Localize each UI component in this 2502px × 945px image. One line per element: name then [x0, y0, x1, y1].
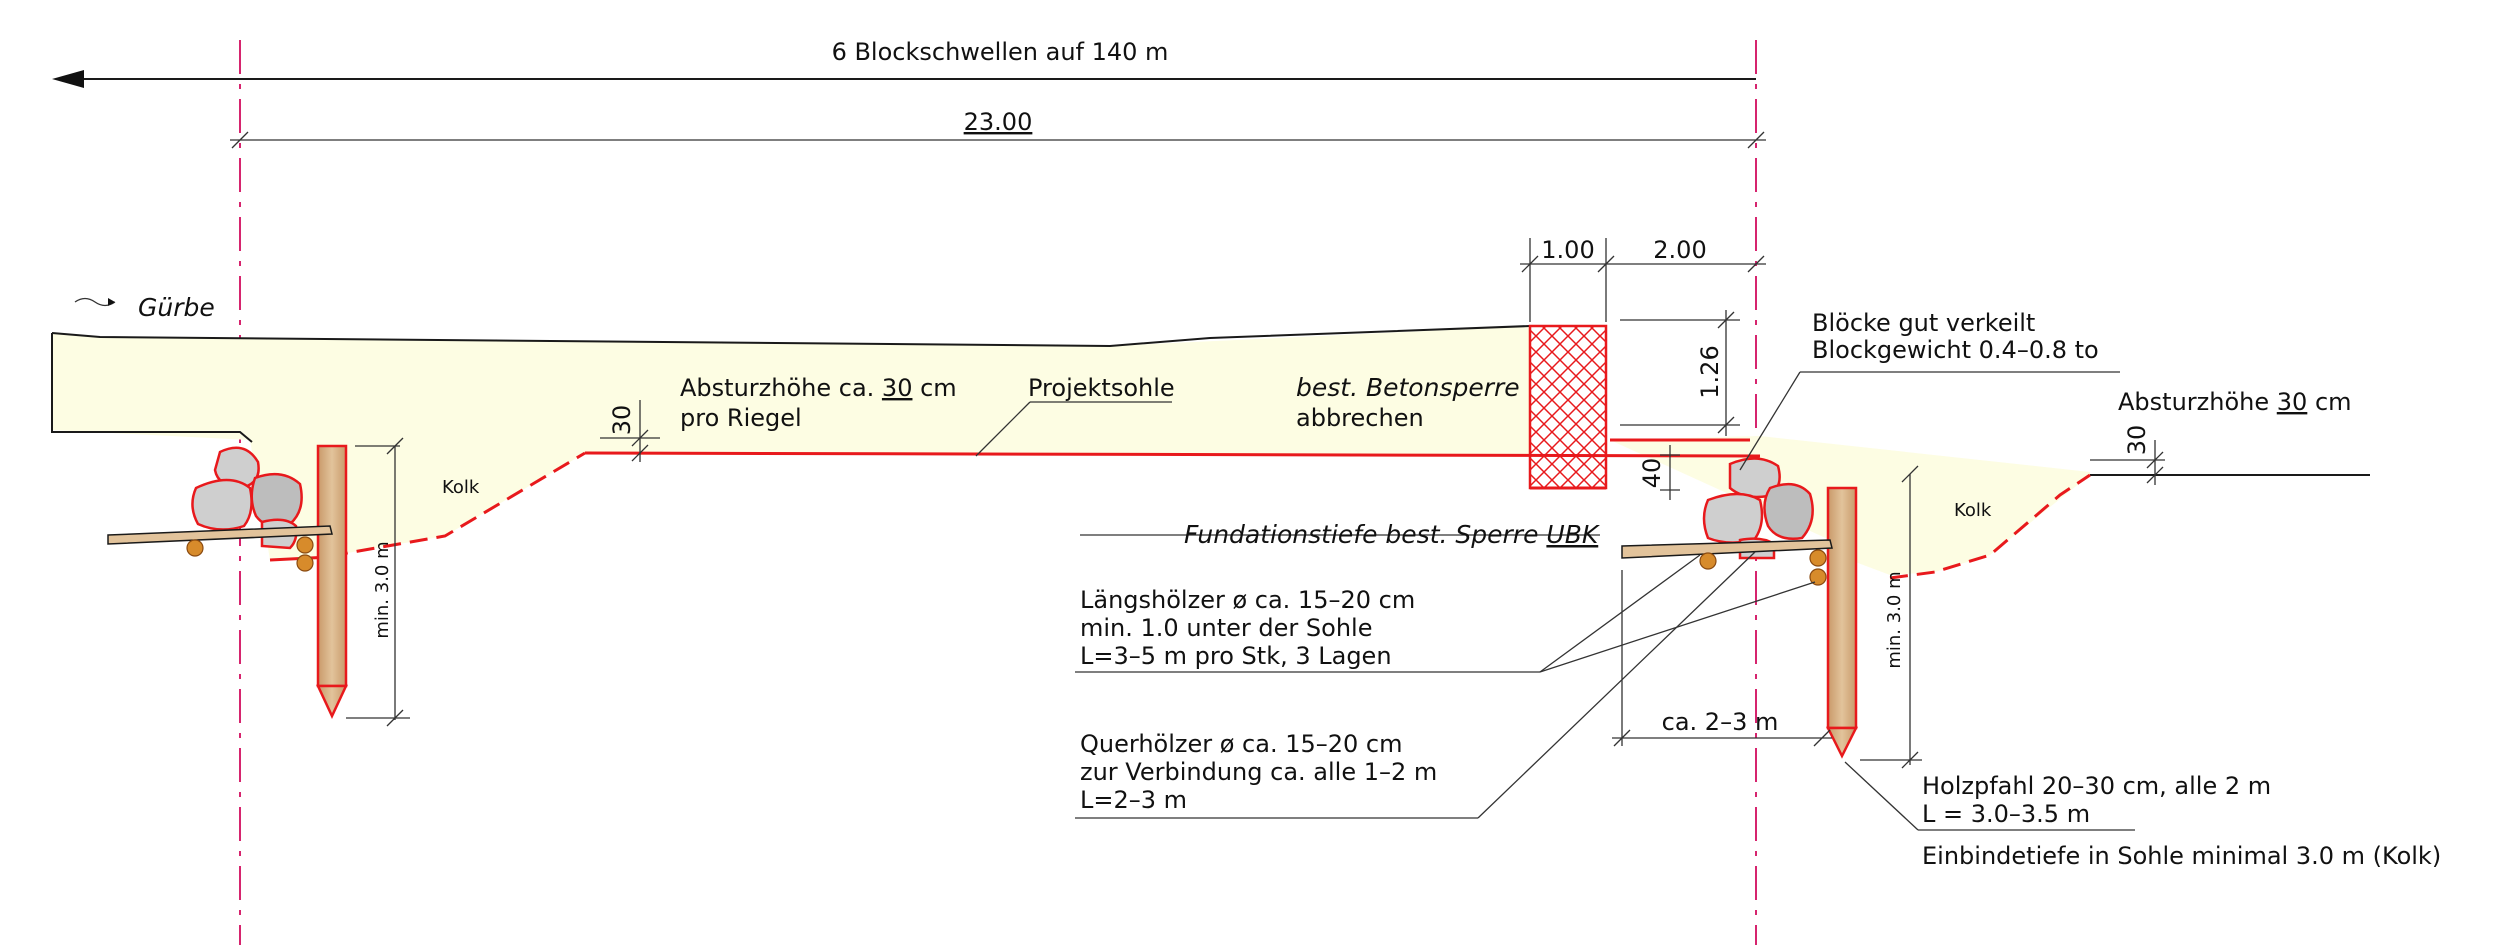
kolk-left-line — [329, 451, 586, 558]
absturz-left-line1: Absturzhöhe ca. 30 cm — [680, 374, 957, 402]
total-dimension-line — [230, 131, 1766, 149]
total-dimension: 23.00 — [964, 108, 1033, 136]
einbindetiefe: Einbindetiefe in Sohle minimal 3.0 m (Ko… — [1922, 842, 2441, 870]
boulders-left — [191, 446, 303, 550]
wood-pile-left — [316, 444, 348, 719]
kolk-right: Kolk — [1954, 500, 1992, 521]
channel-left-end — [51, 333, 253, 443]
timber-beam-right — [1621, 539, 1833, 586]
river-name: Gürbe — [138, 293, 215, 322]
leader-lines — [975, 371, 2135, 831]
laengshoelzer-line1: Längshölzer ø ca. 15–20 cm — [1080, 586, 1415, 614]
dim-30-left: 30 — [608, 405, 636, 436]
depth-dimension-left — [346, 437, 410, 727]
querhoelzer-line2: zur Verbindung ca. alle 1–2 m — [1080, 758, 1437, 786]
bloecke-line2: Blockgewicht 0.4–0.8 to — [1812, 336, 2099, 364]
dim-block-height: 1.26 — [1696, 345, 1724, 398]
absturz-right: Absturzhöhe 30 cm — [2118, 388, 2352, 416]
boulders-right — [1702, 457, 1814, 560]
depth-dimension-right — [1860, 465, 1922, 769]
dim-30-right-lines — [2090, 440, 2165, 485]
flow-arrow — [74, 297, 116, 307]
span-title: 6 Blockschwellen auf 140 m — [832, 38, 1169, 66]
dim-30-left-lines — [600, 400, 660, 462]
dim-30-right: 30 — [2123, 425, 2151, 456]
betonsperre-line2: abbrechen — [1296, 404, 1424, 432]
dim-block-width: 1.00 — [1541, 236, 1594, 264]
querhoelzer-line1: Querhölzer ø ca. 15–20 cm — [1080, 730, 1403, 758]
concrete-barrier — [1528, 324, 1608, 490]
wood-pile-right — [1825, 486, 1859, 759]
holzpfahl-line2: L = 3.0–3.5 m — [1922, 800, 2090, 828]
holzpfahl-line1: Holzpfahl 20–30 cm, alle 2 m — [1922, 772, 2271, 800]
projektsohle-label: Projektsohle — [1028, 374, 1175, 402]
min-depth-left: min. 3.0 m — [372, 541, 393, 638]
laengshoelzer-line2: min. 1.0 unter der Sohle — [1080, 614, 1372, 642]
betonsperre-line1: best. Betonsperre — [1296, 373, 1520, 402]
channel-bank — [51, 325, 1531, 348]
ca-width: ca. 2–3 m — [1662, 708, 1779, 736]
bloecke-line1: Blöcke gut verkeilt — [1812, 309, 2035, 337]
laengshoelzer-line3: L=3–5 m pro Stk, 3 Lagen — [1080, 642, 1392, 670]
fundation-label: Fundationstiefe best. Sperre UBK — [1184, 520, 1601, 549]
absturz-left-line2: pro Riegel — [680, 404, 802, 432]
min-depth-right: min. 3.0 m — [1884, 571, 1905, 668]
width-dimension-ca — [1612, 570, 1832, 747]
kolk-left: Kolk — [442, 477, 480, 498]
dim-40: 40 — [1638, 458, 1666, 489]
span-arrow — [52, 70, 1756, 88]
barrier-dimensions — [1520, 238, 1766, 500]
water-body-left — [52, 326, 1530, 560]
querhoelzer-line3: L=2–3 m — [1080, 786, 1187, 814]
kolk-right-line — [1889, 473, 2091, 580]
timber-beam-left — [107, 525, 333, 572]
dim-block-right: 2.00 — [1653, 236, 1706, 264]
